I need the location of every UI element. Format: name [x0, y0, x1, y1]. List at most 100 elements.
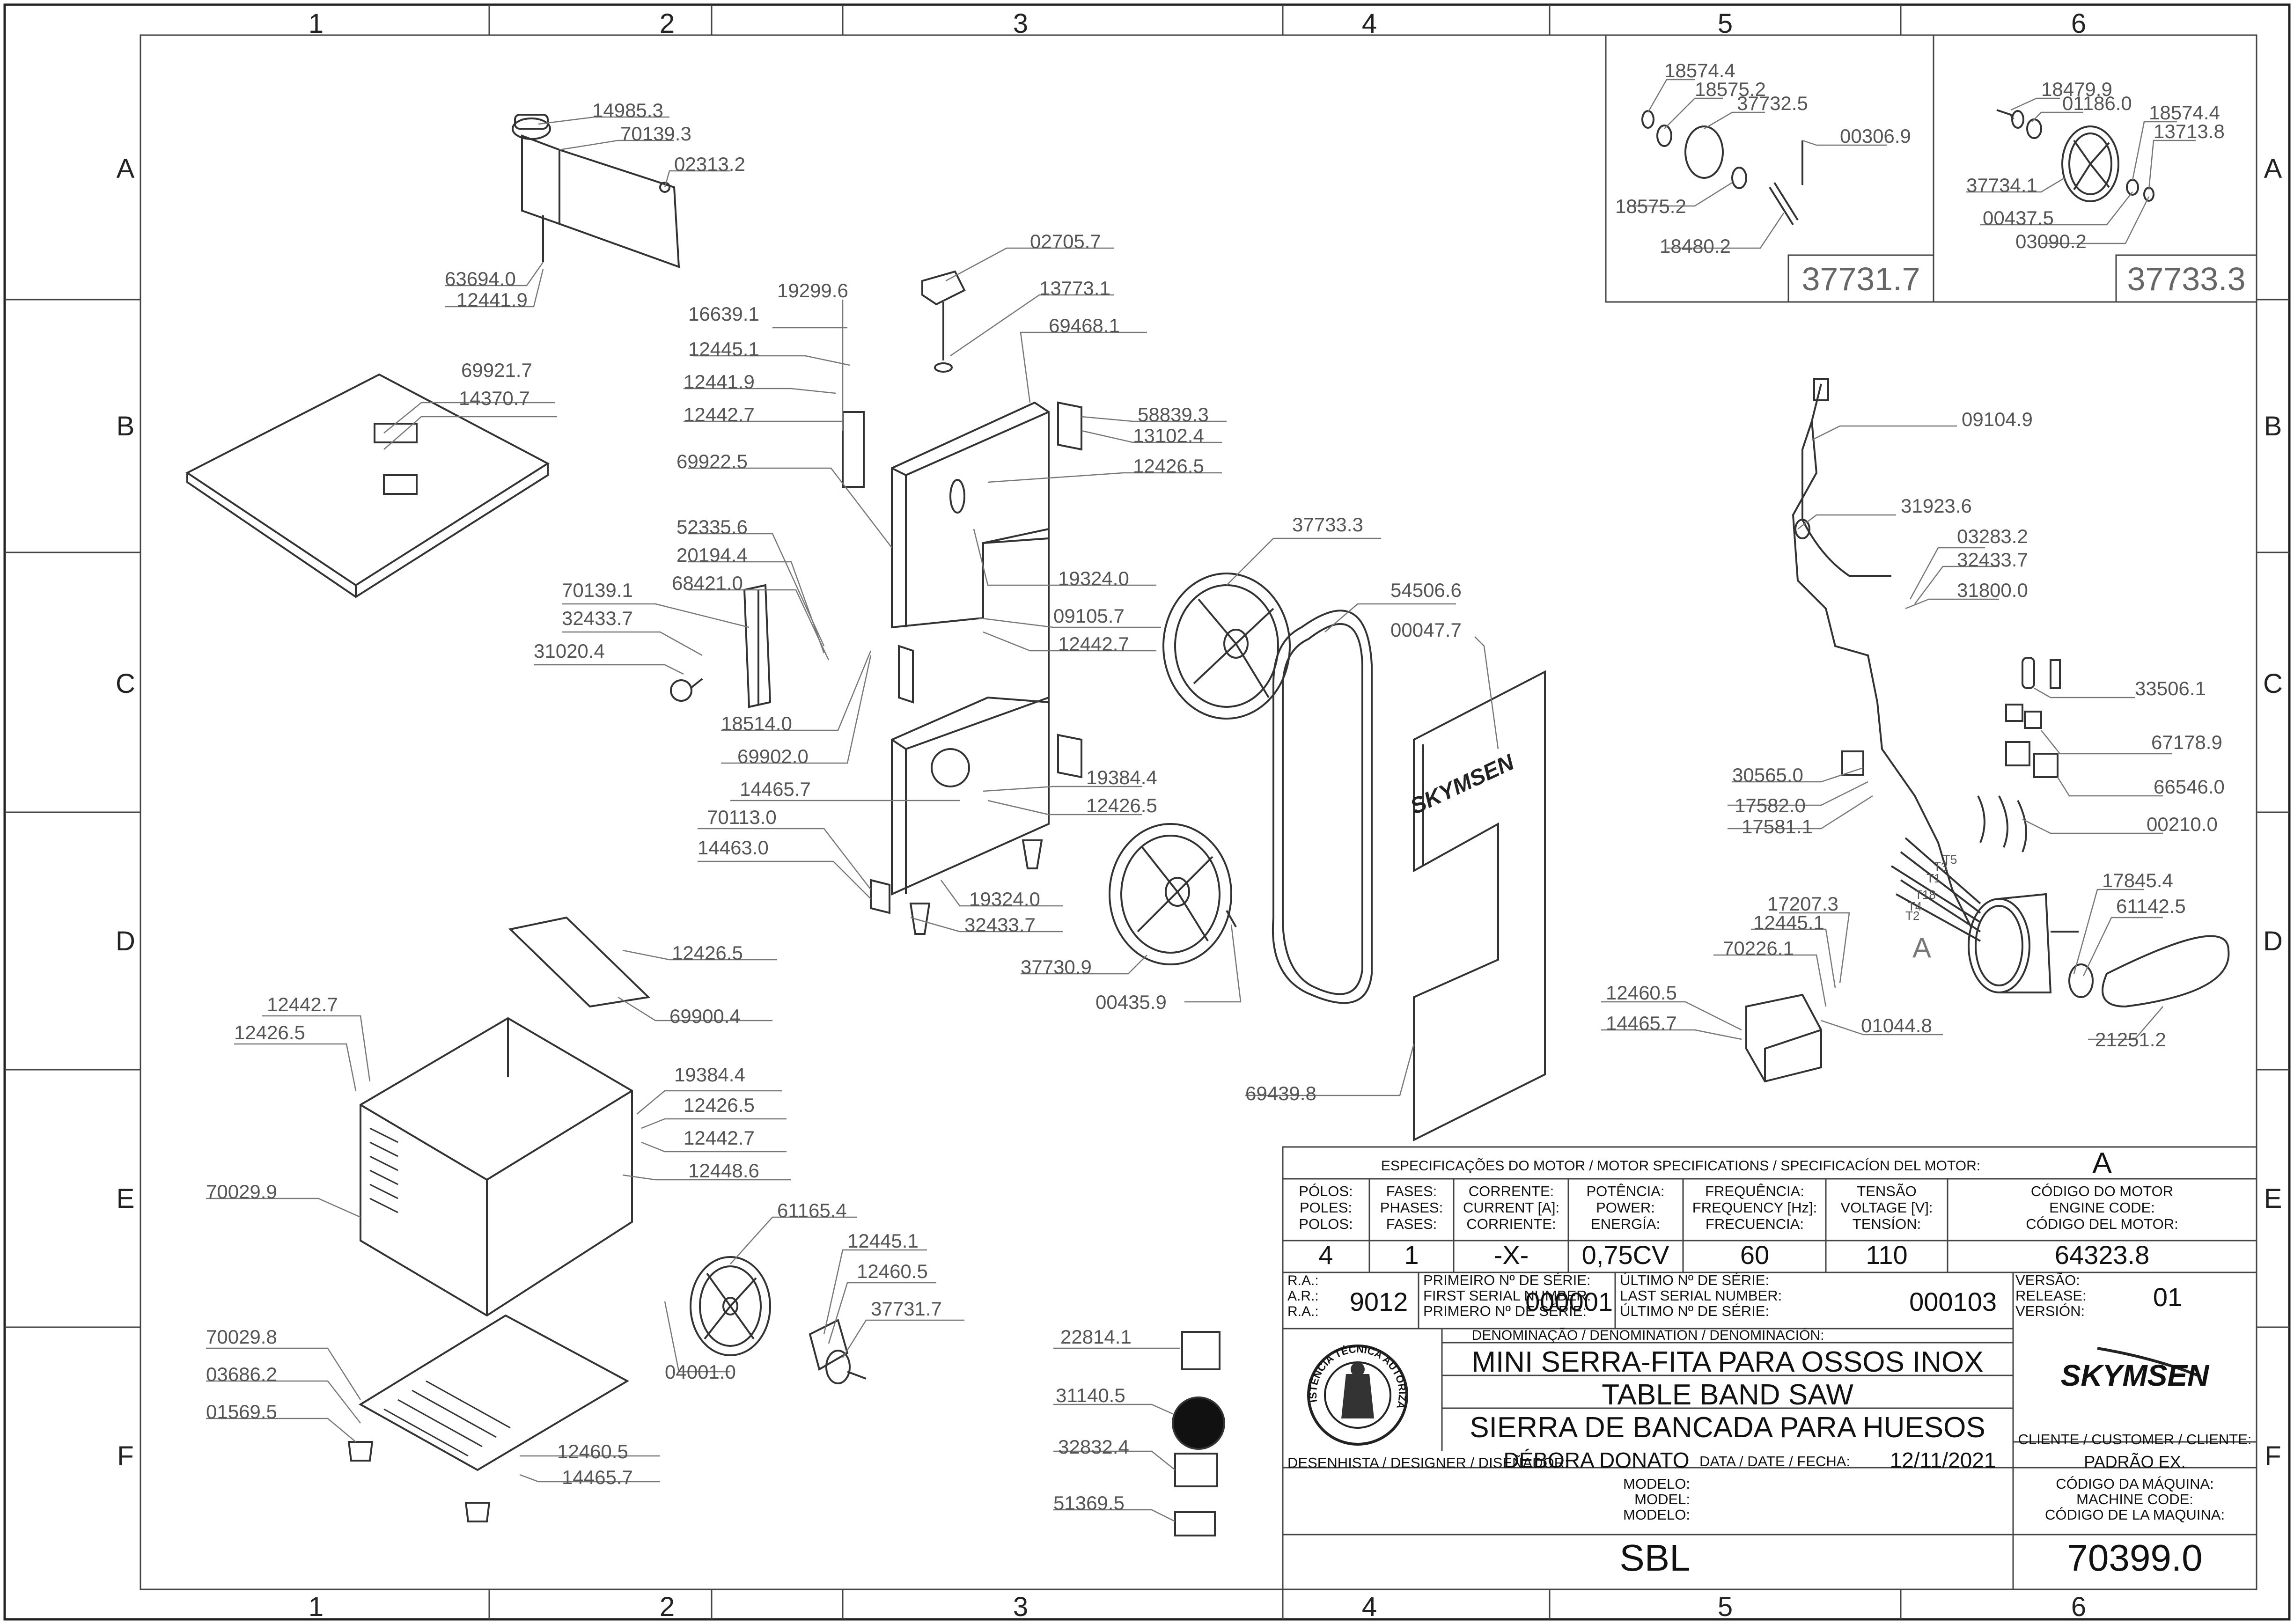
title-block-field: 1: [1404, 1240, 1419, 1270]
part-number-label: 17582.0: [1735, 794, 1806, 816]
part-number-label: 14465.7: [1606, 1012, 1677, 1034]
title-block-field: CÓDIGO DO MOTOR: [2031, 1183, 2173, 1199]
part-number-label: 32433.7: [562, 607, 633, 629]
part-number-label: 14463.0: [698, 837, 769, 859]
title-block-field: FREQUÊNCIA:: [1705, 1183, 1804, 1199]
title-block-field: 000103: [1909, 1287, 1997, 1316]
part-number-label: 18574.4: [2149, 102, 2220, 124]
zone-row-label: C: [116, 669, 135, 699]
part-number-label: 31020.4: [534, 640, 605, 662]
part-number-label: 18479.9: [2041, 78, 2112, 100]
title-block-field: ÚLTIMO Nº DE SÉRIE:: [1620, 1303, 1769, 1319]
part-number-label: 70113.0: [707, 806, 777, 828]
zone-row-label: E: [117, 1183, 135, 1214]
title-block-field: FASES:: [1386, 1183, 1437, 1199]
title-block-field: FREQUENCY [Hz]:: [1692, 1199, 1817, 1216]
title-block-lines: [1282, 1146, 2257, 1590]
title-block-field: TENSÃO: [1857, 1183, 1916, 1199]
part-number-label: 33506.1: [2135, 677, 2206, 699]
part-number-label: 03283.2: [1957, 525, 2028, 547]
title-block-field: SBL: [1619, 1537, 1690, 1579]
part-number-label: 14465.7: [740, 778, 811, 800]
part-number-label: 17581.1: [1742, 816, 1813, 838]
part-number-label: 18480.2: [1660, 235, 1731, 257]
part-number-label: 01569.5: [206, 1401, 277, 1423]
part-number-label: 69900.4: [669, 1005, 741, 1027]
title-block-field: 0,75CV: [1582, 1240, 1669, 1270]
part-number-label: 37733.3: [1292, 514, 1363, 536]
part-number-label: 19324.0: [1058, 567, 1129, 589]
part-number-label: 18575.2: [1695, 78, 1766, 100]
motor-terminal-label: T1: [1926, 871, 1941, 885]
detail-box-id: 37733.3: [2127, 261, 2245, 297]
part-number-label: 61165.4: [777, 1199, 847, 1221]
zone-column-label: 2: [660, 1592, 675, 1622]
title-block-field: MINI SERRA-FITA PARA OSSOS INOX: [1471, 1346, 1983, 1378]
title-block-field: R.A.:: [1287, 1273, 1319, 1288]
detail-boxes: [1605, 34, 2257, 303]
part-number-label: 01186.0: [2062, 92, 2132, 114]
part-number-label: 17845.4: [2102, 869, 2173, 891]
motor-terminal-label: T5: [1943, 852, 1957, 867]
part-number-label: 18514.0: [721, 713, 792, 735]
part-number-label: 19299.6: [777, 279, 848, 301]
part-number-label: 12441.9: [684, 371, 755, 393]
part-number-label: 37732.5: [1737, 92, 1808, 114]
part-number-label: 20194.4: [676, 544, 748, 566]
zone-column-label: 6: [2071, 1592, 2086, 1622]
title-block-field: PADRÃO EX.: [2084, 1452, 2185, 1471]
zone-column-label: 5: [1718, 8, 1733, 39]
part-number-label: 32832.4: [1058, 1436, 1129, 1458]
part-number-label: 69439.8: [1245, 1082, 1316, 1104]
part-number-label: 18574.4: [1664, 59, 1735, 81]
part-number-label: 18575.2: [1615, 195, 1686, 217]
part-number-label: 12426.5: [1133, 455, 1204, 477]
part-number-label: 69902.0: [737, 745, 809, 767]
motor-terminal-label: T4: [1908, 899, 1922, 913]
title-block-field: VERSÃO:: [2015, 1272, 2080, 1288]
title-block-field: MODELO:: [1623, 1476, 1690, 1492]
part-number-label: 63694.0: [445, 268, 516, 290]
title-block-field: 01: [2153, 1282, 2182, 1312]
title-block-field: LAST SERIAL NUMBER:: [1620, 1287, 1782, 1304]
title-block-field: TENSÍON:: [1853, 1216, 1921, 1232]
title-block-field: 000001: [1525, 1287, 1613, 1316]
title-block-field: CLIENTE / CUSTOMER / CLIENTE:: [2018, 1431, 2252, 1448]
title-block-field: DENOMINAÇÃO / DENOMINATION / DENOMINACIÓ…: [1472, 1327, 1824, 1343]
part-number-label: 32433.7: [964, 914, 1036, 936]
title-block-field: ÚLTIMO Nº DE SÉRIE:: [1620, 1272, 1769, 1288]
zone-column-label: 3: [1013, 1592, 1028, 1622]
title-block-field: VOLTAGE [V]:: [1841, 1199, 1933, 1216]
part-labels: 14985.370139.302313.263694.012441.969921…: [206, 59, 2225, 1514]
zone-row-label: F: [2265, 1441, 2281, 1471]
zone-row-label: D: [116, 926, 135, 956]
part-number-label: 12441.9: [456, 289, 528, 311]
part-number-label: 19384.4: [1086, 766, 1157, 788]
title-block-field: MODEL:: [1634, 1491, 1690, 1507]
title-block-field: PRIMEIRO Nº DE SÉRIE:: [1423, 1272, 1591, 1288]
title-block-field: A.R.:: [1287, 1288, 1319, 1304]
part-number-label: 12460.5: [857, 1260, 928, 1282]
zone-column-label: 1: [309, 8, 324, 39]
part-number-label: 70139.1: [562, 579, 633, 601]
zone-column-label: 2: [660, 8, 675, 39]
title-block-field: FIRST SERIAL NUMBER:: [1423, 1287, 1591, 1304]
part-number-label: 12442.7: [267, 993, 338, 1015]
title-block-field: ENGINE CODE:: [2049, 1199, 2155, 1216]
part-number-label: 54506.6: [1390, 579, 1462, 601]
title-block-field: CÓDIGO DE LA MAQUINA:: [2045, 1506, 2225, 1523]
title-block-field: SKYMSEN: [2061, 1359, 2210, 1392]
authorized-stamp: ASSISTÊNCIA TÉCNICA AUTORIZADA: [0, 0, 1408, 1446]
part-number-label: 31140.5: [1056, 1384, 1125, 1406]
title-block-field: ENERGÍA:: [1591, 1216, 1660, 1232]
leader-lines: [206, 79, 2196, 1522]
title-block-field: POWER:: [1596, 1199, 1655, 1216]
title-block-field: CÓDIGO DEL MOTOR:: [2026, 1216, 2178, 1232]
title-block-field: POTÊNCIA:: [1586, 1183, 1664, 1199]
part-number-label: 52335.6: [676, 516, 748, 538]
part-number-label: 14985.3: [592, 99, 663, 121]
motor-terminals: T5 T3 T1 T18 T4 T2: [1905, 852, 1957, 923]
part-number-label: 22814.1: [1060, 1326, 1132, 1348]
part-number-label: 12426.5: [1086, 794, 1157, 816]
